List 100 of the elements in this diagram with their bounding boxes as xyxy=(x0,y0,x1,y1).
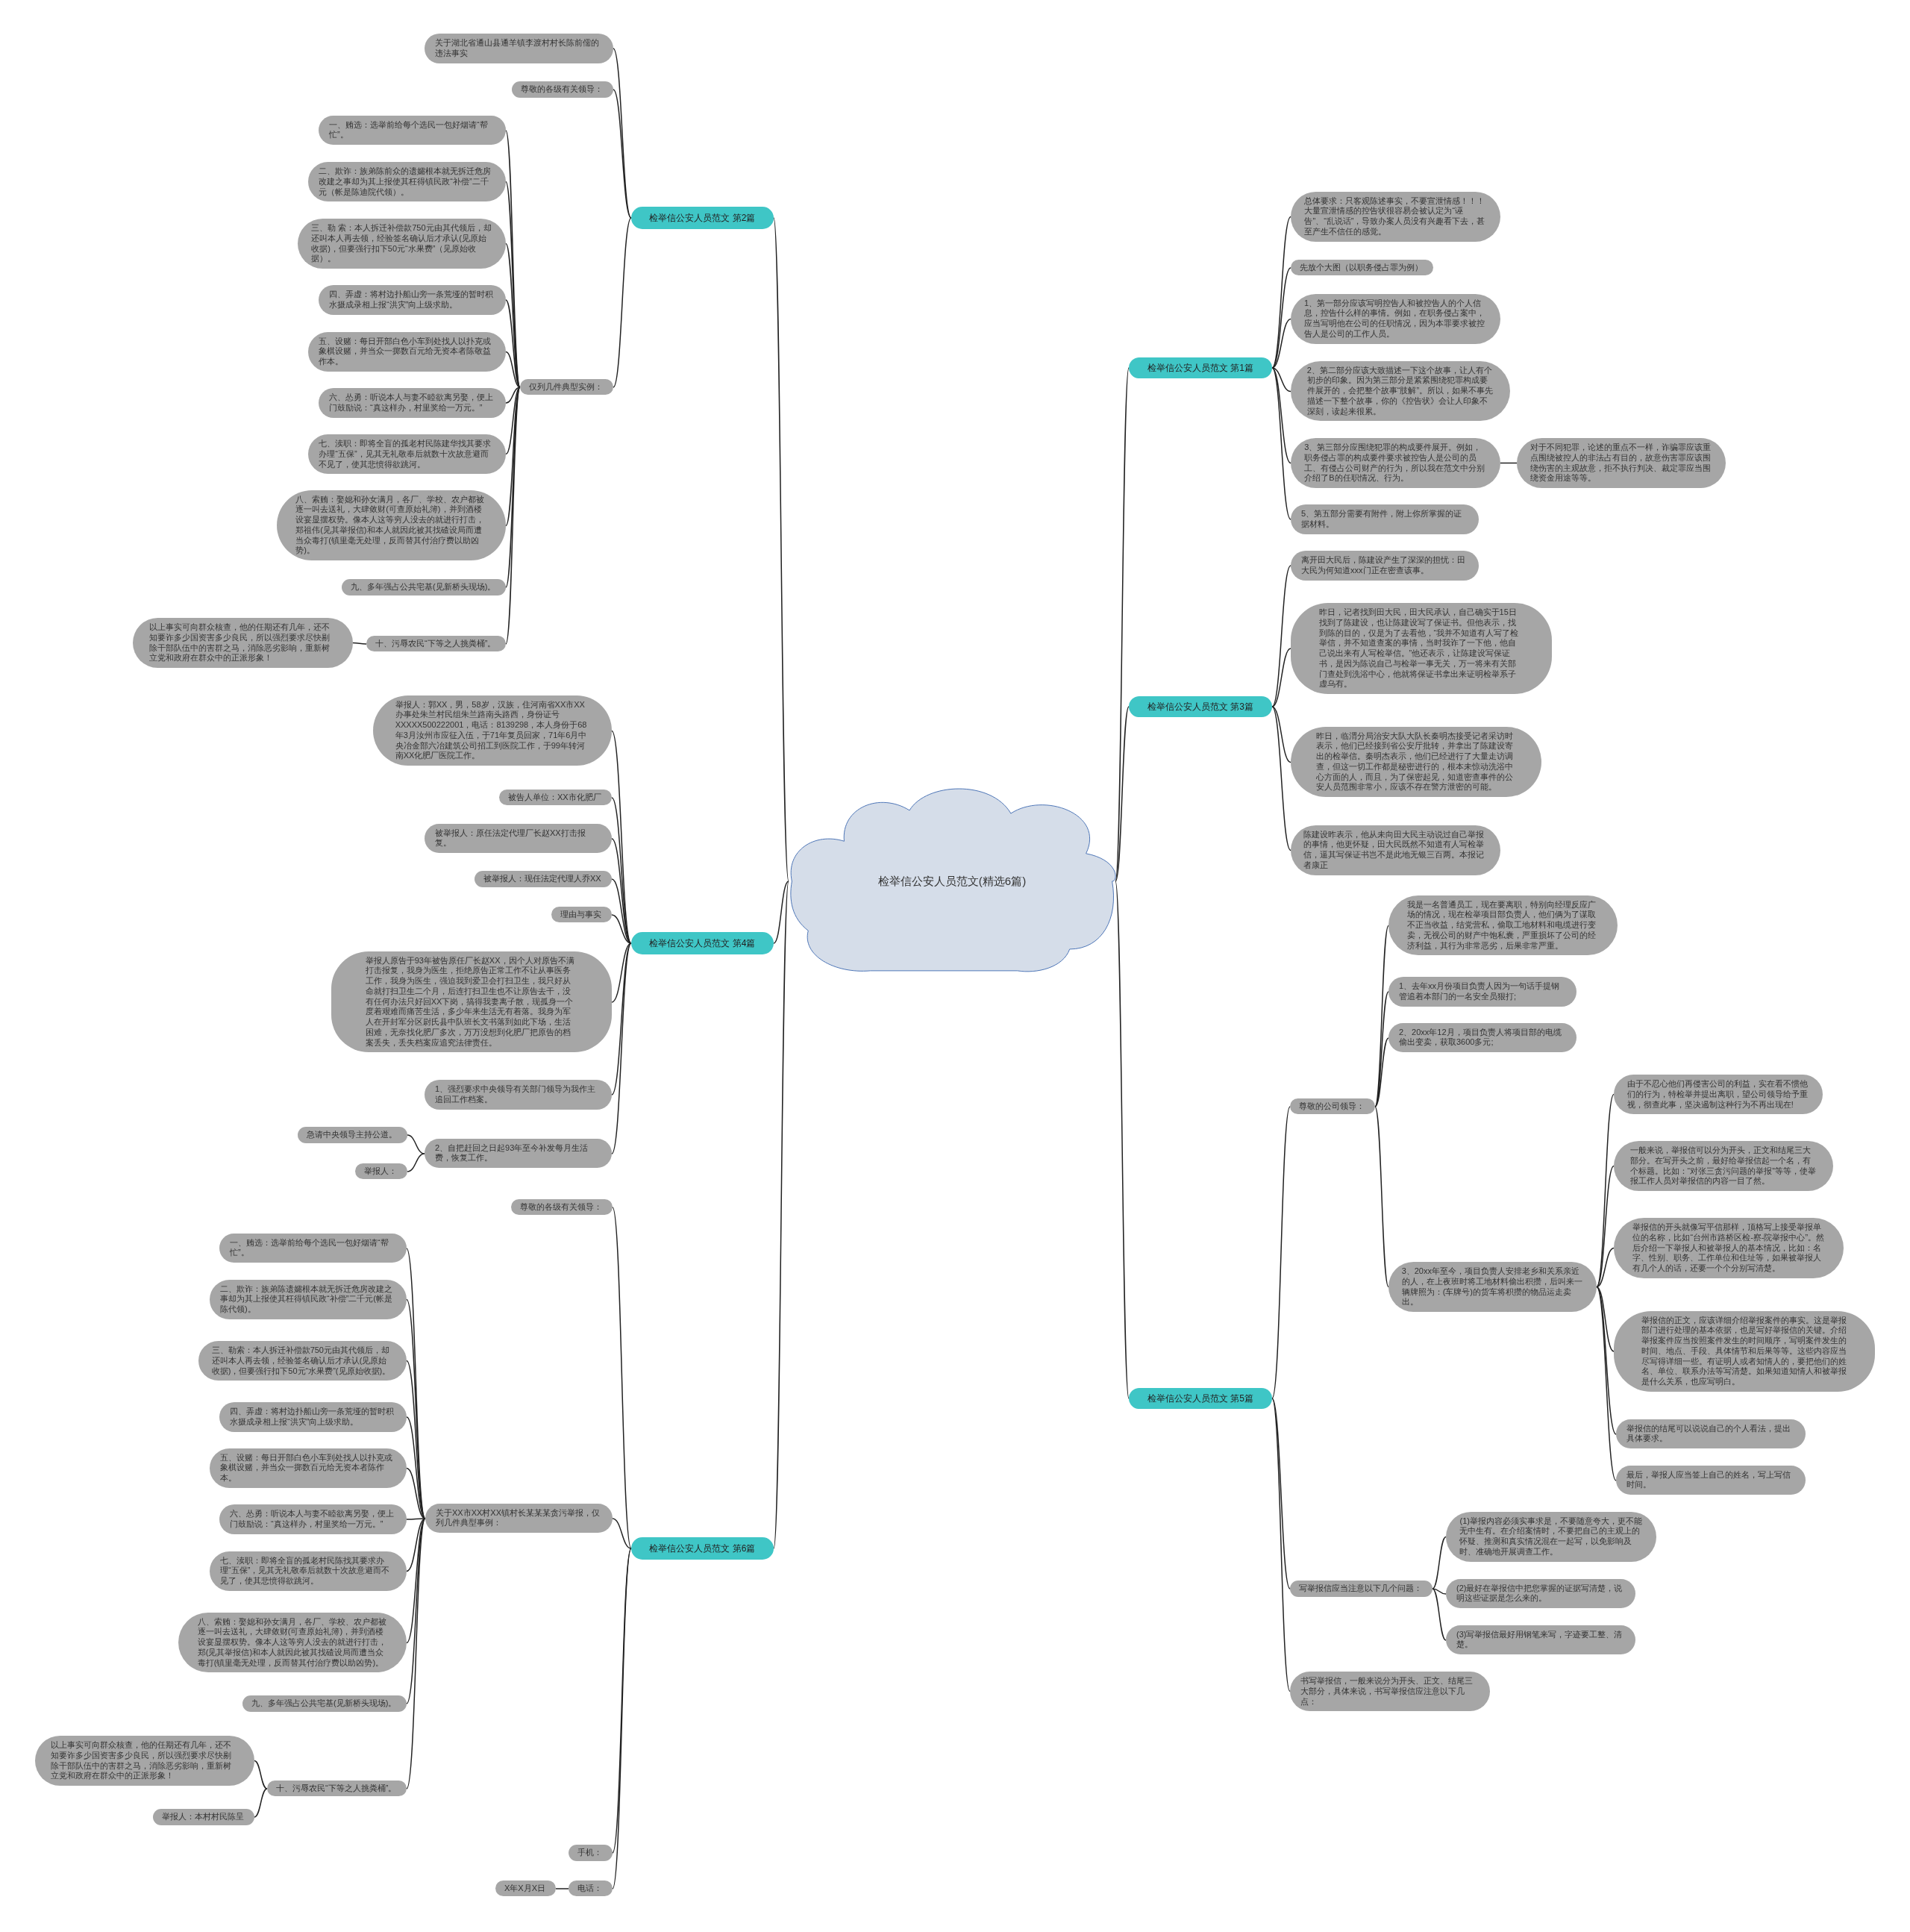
text-bubble: 3、20xx年至今，项目负责人安排老乡和关系亲近的人，在上夜班时将工地材料偷出积攒，后叫来一辆牌照为：(车牌号)的货车将积攒的物品运走卖出。 xyxy=(1388,1262,1597,1312)
connector-line xyxy=(612,1518,632,1549)
connector-line xyxy=(505,299,521,388)
text-bubble: 3、第三部分应围绕犯罪的构成要件展开。例如，职务侵占罪的构成要件要求被控告人是公司的员工、有侵占公司财产的行为，所以我在范文中分别介绍了B的任职情况、行为。 xyxy=(1291,438,1500,488)
connector-line xyxy=(1432,1588,1447,1641)
topic-box: 检举信公安人员范文 第6篇 xyxy=(631,1537,774,1560)
text-bubble: 1、强烈要求中央领导有关部门领导为我作主追回工作档案。 xyxy=(425,1080,612,1110)
text-bubble: 尊敬的各级有关领导： xyxy=(512,81,613,98)
connector-line xyxy=(505,387,521,455)
text-bubble: 总体要求：只客观陈述事实，不要宣泄情感！！！大量宣泄情感的控告状很容易会被认定为“诬告”、“乱说话”，导致办案人员没有兴趣看下去，甚至产生不信任的感觉。 xyxy=(1291,191,1500,242)
text-bubble: 十、污辱农民“下等之人挑粪桶”。 xyxy=(267,1780,407,1797)
text-bubble: (3)写举报信最好用钢笔来写，字迹要工整、清楚。 xyxy=(1446,1625,1635,1654)
text-bubble: 八、索贿：娶媳和孙女满月，各厂、学校、农户都被逐一叫去送礼，大肆敛财(可查原始礼簿)，并到酒楼设宴显摆权势。像本人这等穷人没去的就进行打击，郑(见其举报信)和本人就因此被其找碴设局而遭当众毒打(镇里毫无处理，反而替其付治疗费以助凶势)。 xyxy=(178,1612,407,1673)
connector-line xyxy=(1271,565,1291,707)
text-bubble: 三、勒索：本人拆迁补偿款750元由其代领后，却还叫本人再去领，经验签名确认后才承认(见原始收据)，但要强行扣下50元“水果费”(见原始收据)。 xyxy=(198,1341,407,1381)
text-bubble: 一、贿选：选举前给每个选民一包好烟请“帮忙”。 xyxy=(219,1233,407,1263)
text-bubble: 举报人：本村村民陈呈 xyxy=(153,1809,254,1825)
connector-line xyxy=(1271,706,1291,851)
text-bubble: 电话： xyxy=(569,1880,613,1897)
connector-line xyxy=(254,1760,268,1789)
topic-box: 检举信公安人员范文 第1篇 xyxy=(1129,357,1272,378)
connector-line xyxy=(254,1788,268,1818)
connector-line xyxy=(611,730,632,944)
topic-box: 检举信公安人员范文 第5篇 xyxy=(1129,1388,1272,1409)
connector-line xyxy=(611,942,632,1154)
connector-line xyxy=(1271,367,1291,464)
connector-line xyxy=(406,1518,426,1789)
text-bubble: 手机： xyxy=(569,1845,613,1861)
connector-line xyxy=(1271,367,1291,520)
connector-line xyxy=(1596,1286,1615,1352)
text-bubble: 离开田大民后，陈建设产生了深深的担忧：田大民为何知道xxx门正在密查该事。 xyxy=(1291,551,1479,581)
connector-line xyxy=(1271,367,1291,393)
text-bubble: 五、设赌：每日开部白色小车到处找人以扑克或象棋设赌，并当众一掷数百元给无资本者陈作本。 xyxy=(210,1448,407,1488)
text-bubble: 七、渎职：即将全盲的孤老村民陈找其要求办理“五保”，见其无礼敬奉后就数十次故意避而不见了，使其悲愤得欲跳河。 xyxy=(210,1551,407,1591)
text-bubble: 七、渎职：即将全盲的孤老村民陈建华找其要求办理“五保”，见其无礼敬奉后就数十次故意避而不见了，使其悲愤得欲跳河。 xyxy=(308,434,506,475)
text-bubble: 由于不忍心他们再侵害公司的利益，实在看不惯他们的行为，特检举并提出离职，望公司领导给予重视，彻查此事，坚决遏制这种行为不再出现在! xyxy=(1614,1075,1823,1115)
topic-box: 检举信公安人员范文 第4篇 xyxy=(631,932,774,954)
text-bubble: 昨日，临渭分局治安大队大队长秦明杰接受记者采访时表示，他们已经接到省公安厅批转，并拿出了陈建设寄出的检举信。秦明杰表示，他们已经进行了大量走访调查，但这一切工作都是秘密进行的，根本未惊动洗浴中心方面的人，而且，为了保密起见，知道密查事件的公安人员范围非常小，应该不存在警方泄密的可能。 xyxy=(1291,726,1541,797)
connector-line xyxy=(611,914,632,944)
text-bubble: 尊敬的公司领导： xyxy=(1290,1098,1375,1115)
text-bubble: 被举报人：现任法定代理人乔XX xyxy=(475,871,612,887)
topic-box: 检举信公安人员范文 第3篇 xyxy=(1129,696,1272,717)
connector-line xyxy=(1432,1536,1447,1589)
text-bubble: 四、弄虚：将村边扑船山旁一条荒垭的暂时积水摄成录相上报“洪灾”向上级求助。 xyxy=(219,1402,407,1432)
text-bubble: 先放个大图（以职务侵占罪为例） xyxy=(1291,259,1433,276)
connector-line xyxy=(1271,318,1291,369)
connector-line xyxy=(773,881,789,1549)
text-bubble: (2)最好在举报信中把您掌握的证据写清楚，说明这些证据是怎么来的。 xyxy=(1446,1578,1635,1608)
text-bubble: 举报信的结尾可以说说自己的个人看法，提出具体要求。 xyxy=(1616,1419,1806,1448)
connector-line xyxy=(1596,1286,1617,1435)
text-bubble: 关于湖北省通山县通羊镇李渡村村长陈前儒的违法事实 xyxy=(425,34,613,63)
text-bubble: 举报人原告于93年被告原任厂长赵XX，因个人对原告不满打击报复，我身为医生，拒绝原告正常工作不让从事医务工作，我身为医生，强迫我到爱卫会打扫卫生，我只好从命就打扫卫生二个月，后连打扫卫生也不让原告去干，没有任何办法只好回XX下岗，搞得我妻离子散，现孤身一个度着艰难而痛苦生活，多少年来生活无有着落。我身为军人在开封军分区尉氏县中队班长文书落到如此下场，生活困难，无奈找化肥厂多次，万万没想到化肥厂把原告的档案丢失，丢失档案应追究法律责任。 xyxy=(331,951,612,1053)
text-bubble: 急请中央领导主持公道。 xyxy=(298,1127,407,1143)
connector-line xyxy=(505,387,521,404)
text-bubble: 举报信的开头就像写平信那样，顶格写上接受举报单位的名称，比如“台州市路桥区检-察-院举报中心”。然后介绍一下举报人和被举报人的基本情况，比如：名字、性别、职务、工作单位和住址等，如果被举报人有几个人的话，还要一个个分别写清楚。 xyxy=(1614,1218,1844,1278)
connector-line xyxy=(406,1416,426,1519)
connector-line xyxy=(406,1518,426,1704)
text-bubble: 六、怂勇：听说本人与妻不睦欲离另娶，便上门鼓励说：“真这样办，村里奖给一万元。” xyxy=(219,1504,407,1534)
text-bubble: 二、欺诈：族弟陈前众的遗孀根本就无拆迁危房改建之事却为其上报使其枉得镇民政“补偿”二千元（帐是陈迪院代领）。 xyxy=(308,162,506,202)
connector-line xyxy=(611,942,632,1095)
text-bubble: 九、多年强占公共宅基(见新桥头现场)。 xyxy=(342,579,506,595)
connector-line xyxy=(352,642,367,645)
text-bubble: 尊敬的各级有关领导： xyxy=(511,1198,613,1216)
connector-line xyxy=(612,1207,632,1549)
connector-line xyxy=(611,878,632,944)
connector-line xyxy=(1271,1398,1291,1692)
text-bubble: 举报信的正文，应该详细介绍举报案件的事实。这是举报部门进行处理的基本依据，也是写好举报信的关键。介绍举报案件应当按照案件发生的时间顺序，写明案件发生的时间、地点、手段、具体情节和后果等等。这些内容应当尽写得详细一些。有证明人或者知情人的，要把他们的姓名、单位、联系办法等写清楚。如果知道知情人和被举报是什么关系，也应写明白。 xyxy=(1614,1310,1875,1392)
connector-line xyxy=(1596,1093,1615,1288)
text-bubble: X年X月X日 xyxy=(495,1880,556,1897)
text-bubble: 八、索贿：娶媳和孙女满月，各厂、学校、农户都被逐一叫去送礼，大肆敛财(可查原始礼簿)，并到酒楼设宴显摆权势。像本人这等穷人没去的就进行打击，郑祖伟(见其举报信)和本人就因此被其找碴设局而遭当众毒打(镇里毫无处理，反而替其付治疗费以助凶势)。 xyxy=(277,490,506,560)
text-bubble: 二、欺诈：族弟陈遗孀根本就无拆迁危房改建之事却为其上报使其枉得镇民政“补偿”二千元(帐是陈代领)。 xyxy=(210,1279,407,1319)
text-bubble: 5、第五部分需要有附件，附上你所掌握的证据材料。 xyxy=(1291,504,1479,534)
connector-line xyxy=(407,1153,425,1172)
connector-line xyxy=(555,1888,569,1889)
text-bubble: 举报人：郭XX，男，58岁，汉族，住河南省XX市XX办事处朱兰村民组朱兰路南头路西，身份证号XXXXX500222001，电话：8139298，本人身份于68年3月汝州市应征入伍，于71年复员回家，71年6月中央冶金部六冶建筑公司招工到医院工作，于99年转河南XX化肥厂医院工作。 xyxy=(373,695,612,766)
text-bubble: 理由与事实 xyxy=(551,906,612,923)
connector-line xyxy=(406,1518,426,1572)
connector-line xyxy=(1432,1588,1447,1595)
text-bubble: 最后，举报人应当签上自己的姓名，写上写信时间。 xyxy=(1616,1465,1806,1495)
text-bubble: 1、第一部分应该写明控告人和被控告人的个人信息，控告什么样的事情。例如，在职务侵占案中，应当写明他在公司的任职情况，因为本罪要求被控告人是公司的工作人员。 xyxy=(1291,293,1500,344)
connector-line xyxy=(407,1134,425,1154)
connector-line xyxy=(406,1518,426,1520)
text-bubble: 被告人单位：XX市化肥厂 xyxy=(499,789,612,806)
connector-line xyxy=(1596,1247,1615,1288)
topic-box: 检举信公安人员范文 第2篇 xyxy=(631,207,774,229)
text-bubble: 被举报人：原任法定代理厂长赵XX打击报复。 xyxy=(425,823,612,853)
connector-line xyxy=(1271,648,1291,707)
text-bubble: 对于不同犯罪，论述的重点不一样，诈骗罪应该重点围绕被控人的非法占有目的，故意伤害罪应该围绕伤害的主观故意，拒不执行判决、裁定罪应当围绕资金用途等等。 xyxy=(1517,438,1726,488)
connector-line xyxy=(613,89,632,219)
text-bubble: 书写举报信，一般来说分为开头、正文、结尾三大部分，具体来说，书写举报信应注意以下几点： xyxy=(1290,1672,1490,1712)
text-bubble: 以上事实可向群众核查，他的任期还有几年，还不知要诈多少国资害多少良民，所以强烈要求尽快剔除干部队伍中的害群之马，消除恶劣影响，重新树立党和政府在群众中的正派形象！ xyxy=(35,1736,254,1786)
connector-line xyxy=(406,1518,426,1644)
connector-line xyxy=(1115,367,1130,882)
text-bubble: 十、污辱农民“下等之人挑粪桶”。 xyxy=(366,635,506,652)
connector-line xyxy=(773,217,789,882)
text-bubble: 1、去年xx月份项目负责人因为一句话手提钢管追着本部门的一名安全员狠打; xyxy=(1388,977,1576,1007)
connector-line xyxy=(406,1298,426,1519)
text-bubble: 昨日，记者找到田大民，田大民承认，自己确实于15日找到了陈建设，也让陈建设写了保证书。但他表示，找到陈的目的，仅是为了去看他，“我并不知道有人写了检举信，并不知道查案的事情，当时我诈了一下他，他自己说出来有人写检举信。”他还表示，让陈建设写保证书，是因为陈说自己与检举一事无关，万一将来有关部门查处到洗浴中心，他就将保证书拿出来证明检举系子虚乌有。 xyxy=(1291,603,1552,694)
text-bubble: 一般来说，举报信可以分为开头，正文和结尾三大部分。在写开头之前，最好给举报信起一个名，有个标题。比如：“对张三贪污问题的举报”等等，使举报工作人员对举报信的内容一目了然。 xyxy=(1614,1141,1833,1191)
connector-line xyxy=(1596,1165,1615,1288)
